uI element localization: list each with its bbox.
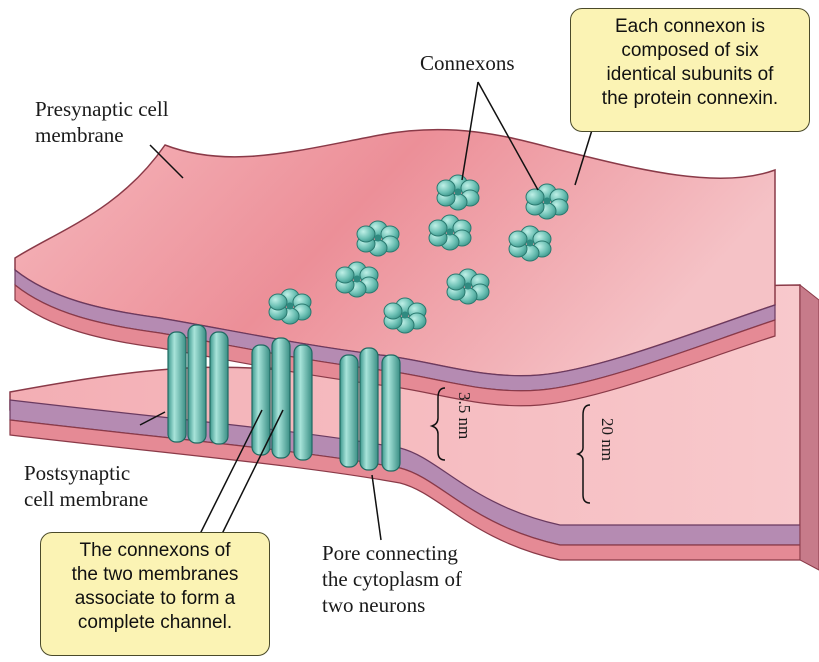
pore-label-line3: two neurons <box>322 593 426 617</box>
postsynaptic-label-line2: cell membrane <box>24 487 149 511</box>
channel-2 <box>251 337 313 461</box>
connexons-label-text: Connexons <box>420 51 515 75</box>
channel-callout-line3: associate to form a <box>74 588 236 609</box>
postsynaptic-label: Postsynaptic cell membrane <box>24 460 148 512</box>
channel-callout-line2: the two membranes <box>71 564 239 585</box>
channel-3 <box>339 347 401 472</box>
channel-callout: The connexons of the two membranes assoc… <box>40 532 270 656</box>
connexon-callout-line4: the protein connexin. <box>601 88 779 109</box>
gap-junction-channels <box>167 324 401 472</box>
channel-callout-line4: complete channel. <box>77 612 233 633</box>
channel-callout-line1: The connexons of <box>79 540 231 561</box>
pore-label-line1: Pore connecting <box>322 541 458 565</box>
presynaptic-label-line1: Presynaptic cell <box>35 97 169 121</box>
channel-1 <box>167 324 229 445</box>
connexon-callout-line2: composed of six <box>621 40 759 61</box>
gap-width-label: 3.5 nm <box>455 392 474 440</box>
dimension-brackets <box>429 387 591 504</box>
pore-label-line2: the cytoplasm of <box>322 567 462 591</box>
connexons-label: Connexons <box>420 50 515 76</box>
presynaptic-label: Presynaptic cell membrane <box>35 96 169 148</box>
postsynaptic-label-line1: Postsynaptic <box>24 461 131 485</box>
membrane-thickness-label: 20 nm <box>598 418 617 461</box>
connexon-callout: Each connexon is composed of six identic… <box>570 8 810 132</box>
pore-label: Pore connecting the cytoplasm of two neu… <box>322 540 462 618</box>
presynaptic-label-line2: membrane <box>35 123 124 147</box>
leader-lines <box>139 81 593 541</box>
connexon-callout-line3: identical subunits of <box>606 64 774 85</box>
connexon-callout-line1: Each connexon is <box>615 16 765 37</box>
